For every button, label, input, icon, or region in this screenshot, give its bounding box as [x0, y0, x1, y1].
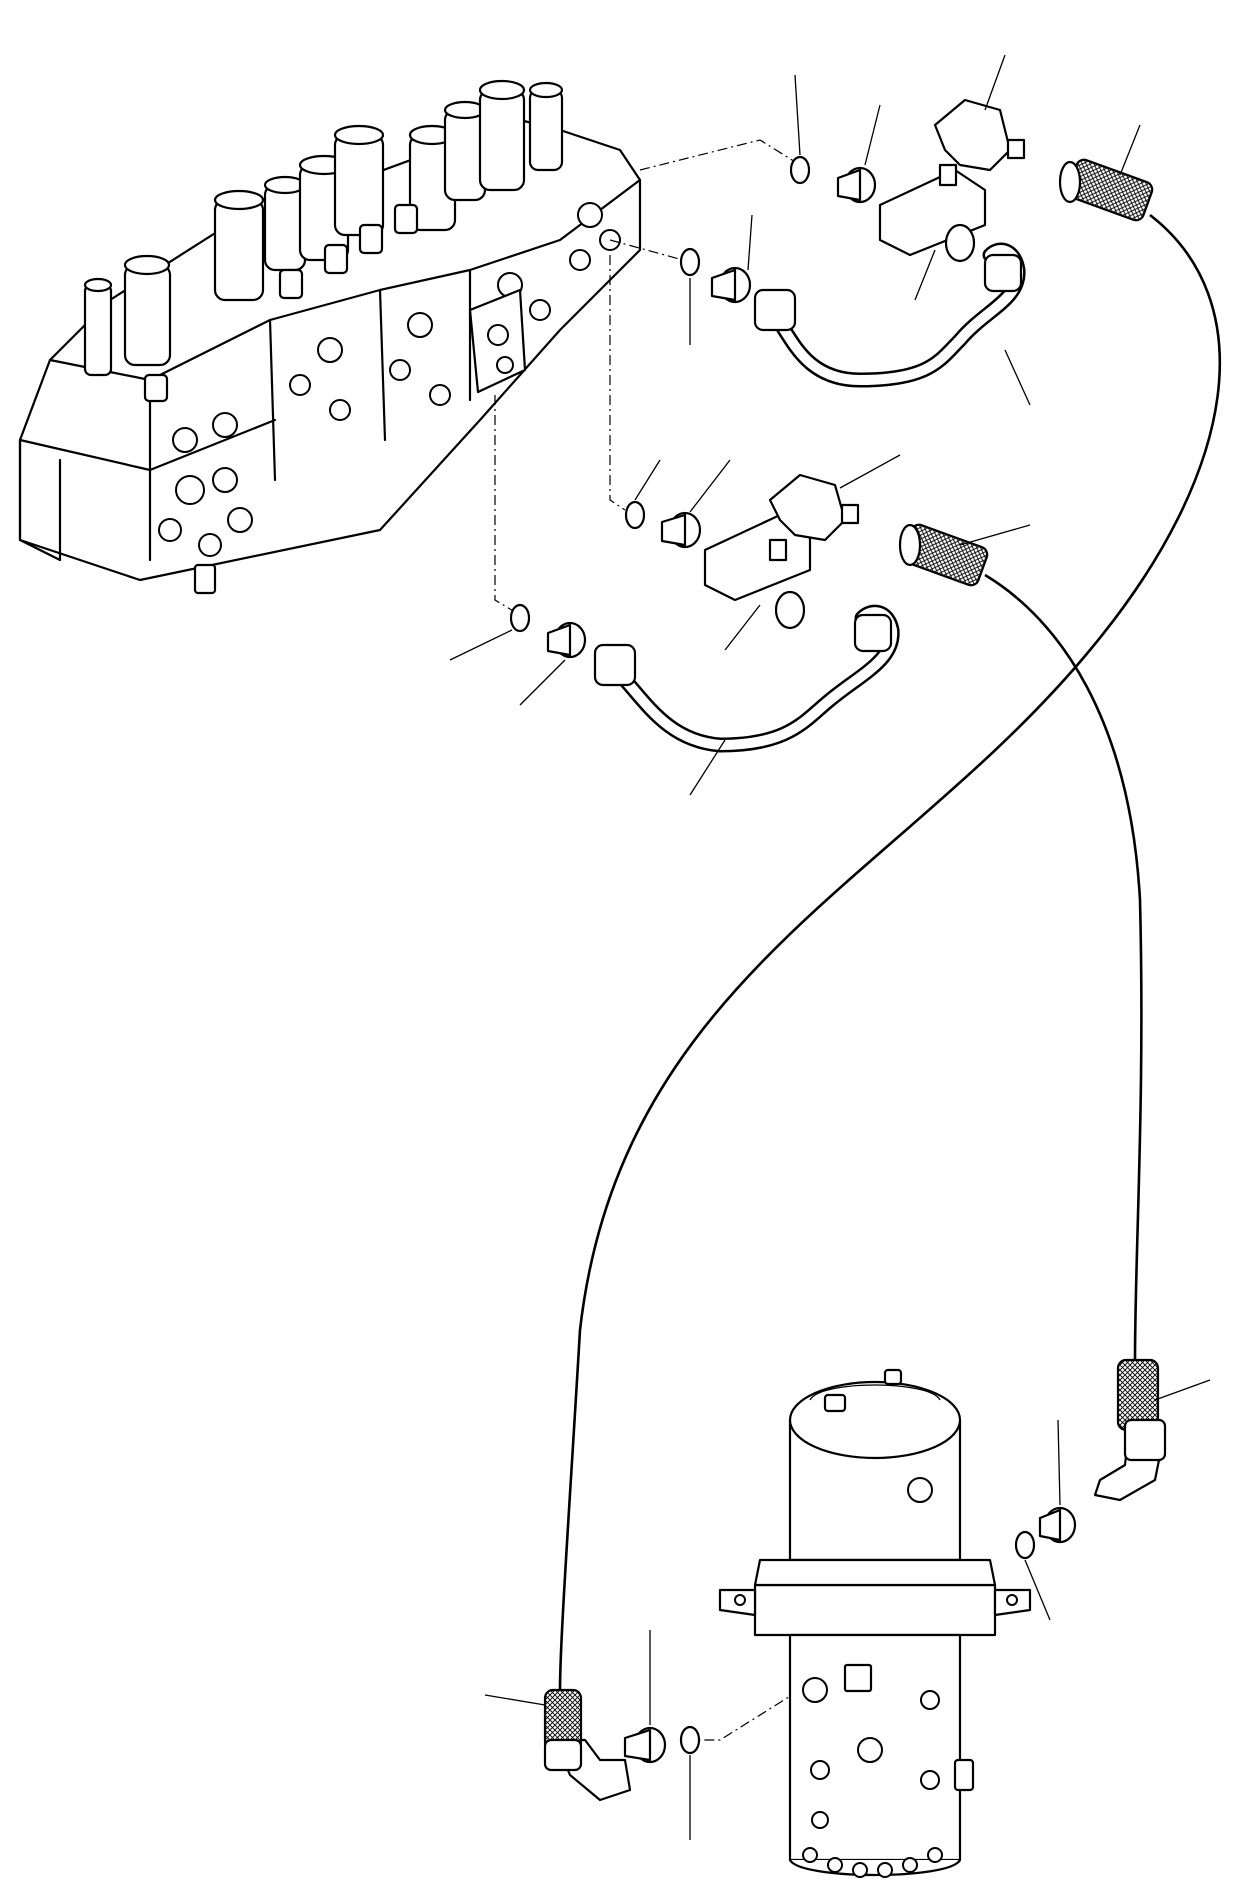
- connector-swivel-right: [1038, 1506, 1077, 1544]
- hose-end-lower: [898, 523, 989, 587]
- hose-b: [984, 573, 1143, 1361]
- connector-lower-1: [660, 511, 702, 549]
- connector-upper-1: [836, 166, 877, 204]
- valve-spool-caps: [83, 79, 564, 377]
- lower-fitting-group: [509, 473, 989, 753]
- hose-end-swivel-right: [1116, 1358, 1167, 1462]
- hose-a: [558, 213, 1222, 1691]
- swivel-fittings-left: [543, 1688, 701, 1802]
- connector-lower-2: [546, 621, 587, 659]
- upper-fitting-group: [679, 98, 1154, 388]
- o-ring-lower-2: [509, 603, 531, 633]
- connector-swivel-left: [623, 1726, 667, 1764]
- o-ring-swivel-right: [1014, 1530, 1036, 1560]
- tube-upper: [753, 242, 1026, 388]
- elbow-fitting-lower: [768, 473, 860, 542]
- control-valve-assembly: [18, 79, 642, 595]
- hose-end-swivel-left: [543, 1688, 583, 1772]
- tee-fitting-upper: [878, 163, 987, 263]
- tube-lower: [593, 604, 900, 753]
- tee-fitting-lower: [703, 513, 812, 630]
- o-ring-upper-1: [789, 155, 811, 185]
- hose-end-upper: [1058, 158, 1154, 222]
- swivel-joint: [718, 1368, 1032, 1878]
- o-ring-lower-1: [624, 500, 646, 530]
- o-ring-upper-2: [679, 247, 701, 277]
- swivel-fittings-right: [1014, 1358, 1167, 1560]
- elbow-fitting-upper: [933, 98, 1026, 172]
- leader-lines: [449, 54, 1211, 1840]
- o-ring-swivel-left: [679, 1725, 701, 1755]
- connector-upper-2: [710, 266, 752, 304]
